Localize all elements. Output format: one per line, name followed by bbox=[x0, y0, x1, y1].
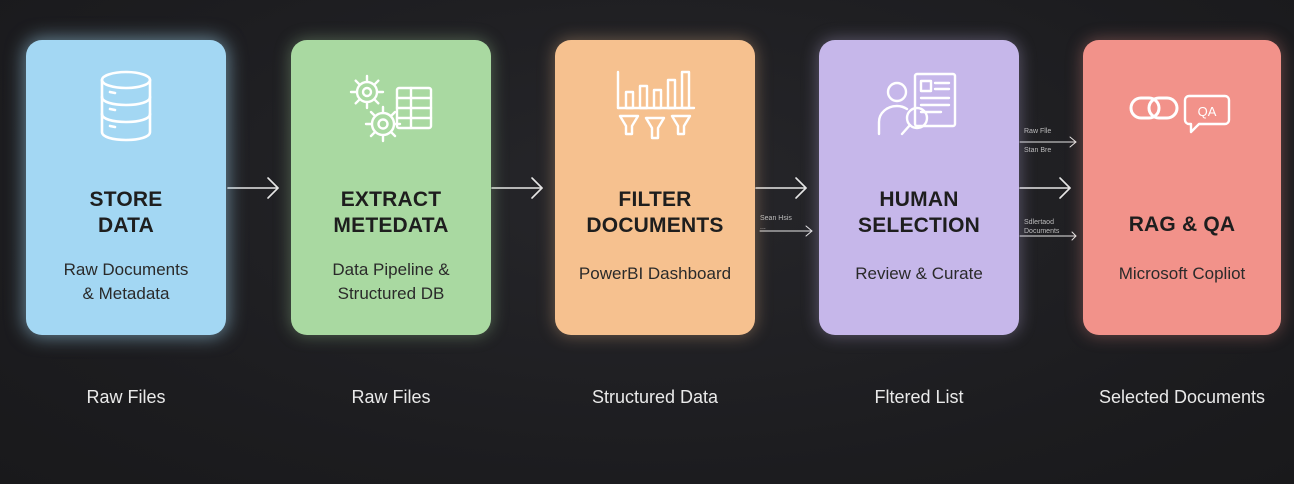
arrow-human-to-rag-top bbox=[1019, 136, 1077, 148]
link-qa-bubble-icon: QA bbox=[1083, 68, 1281, 158]
person-document-search-icon bbox=[819, 68, 1019, 158]
stage-card-filter-documents: FILTER DOCUMENTS PowerBI Dashboard bbox=[555, 40, 755, 335]
stage-title: HUMAN SELECTION bbox=[858, 188, 980, 237]
arrow-store-to-extract bbox=[227, 177, 279, 199]
bottom-label-filter: Structured Data bbox=[591, 387, 719, 407]
stage-subtitle: Microsoft Copliot bbox=[1118, 264, 1246, 283]
stage-subtitle: Data Pipeline & Structured DB bbox=[332, 260, 450, 303]
stage-title: EXTRACT METEDATA bbox=[333, 188, 449, 237]
chart-funnel-icon bbox=[555, 68, 755, 158]
arrow-label-filter-human: Sean Hsis ... bbox=[760, 215, 792, 231]
stage-title: RAG & QA bbox=[1128, 213, 1236, 236]
gears-table-icon bbox=[291, 68, 491, 158]
bottom-label-store: Raw Files bbox=[86, 387, 166, 407]
stage-card-store-data: STORE DATA Raw Documents & Metadata bbox=[26, 40, 226, 335]
stage-title: FILTER DOCUMENTS bbox=[586, 188, 724, 237]
stage-subtitle: Review & Curate bbox=[855, 264, 983, 283]
bottom-label-human: Fltered List bbox=[874, 387, 964, 407]
stage-card-human-selection: HUMAN SELECTION Review & Curate bbox=[819, 40, 1019, 335]
arrow-human-to-rag-bottom bbox=[1019, 231, 1077, 241]
stage-title: STORE DATA bbox=[89, 188, 163, 237]
arrow-filter-to-human-main bbox=[755, 177, 807, 199]
bottom-label-extract: Raw Files bbox=[351, 387, 431, 407]
stage-card-rag-qa: QA RAG & QA Microsoft Copliot bbox=[1083, 40, 1281, 335]
arrow-filter-to-human-secondary bbox=[759, 225, 813, 237]
stage-subtitle: PowerBI Dashboard bbox=[578, 264, 732, 283]
bottom-label-rag: Selected Documents bbox=[1098, 387, 1266, 407]
arrow-extract-to-filter bbox=[491, 177, 543, 199]
arrow-label-human-rag-bottom: Sdlertaod Documents bbox=[1024, 219, 1060, 235]
arrow-label-human-rag-top: Raw Flle Stan Bre bbox=[1024, 128, 1052, 154]
stage-card-extract-metedata: EXTRACT METEDATA Data Pipeline & Structu… bbox=[291, 40, 491, 335]
svg-text:QA: QA bbox=[1198, 104, 1217, 119]
arrow-human-to-rag-main bbox=[1019, 177, 1071, 199]
stage-subtitle: Raw Documents & Metadata bbox=[63, 260, 189, 303]
database-icon bbox=[26, 68, 226, 158]
